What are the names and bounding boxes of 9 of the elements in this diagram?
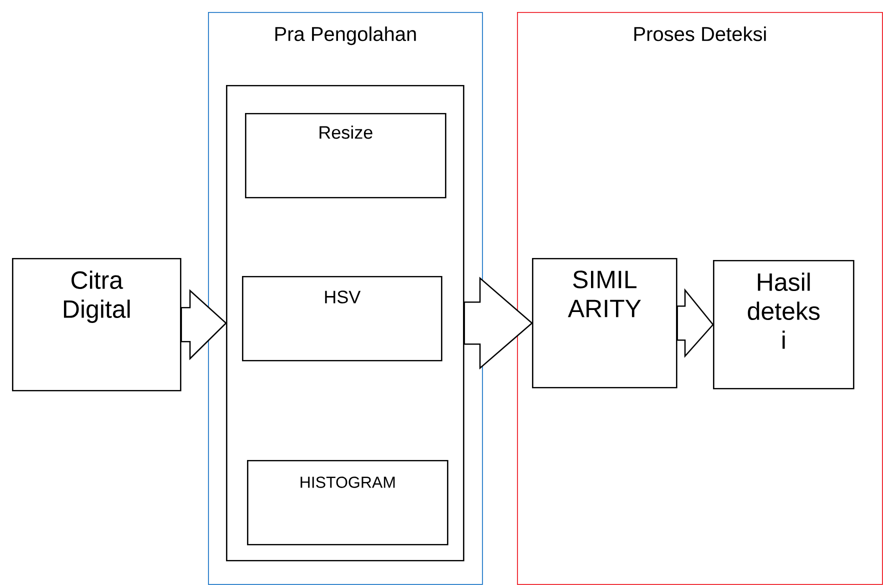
process-box: HISTOGRAM xyxy=(247,460,448,546)
process-box: Resize xyxy=(245,112,446,198)
block-arrow xyxy=(464,276,533,370)
block-arrow xyxy=(676,288,714,358)
process-box: SIMIL ARITY xyxy=(532,258,678,388)
process-box: Citra Digital xyxy=(12,258,182,392)
process-box: HSV xyxy=(242,276,442,362)
block-arrow xyxy=(180,289,227,360)
process-box: Hasil deteks i xyxy=(713,260,854,390)
